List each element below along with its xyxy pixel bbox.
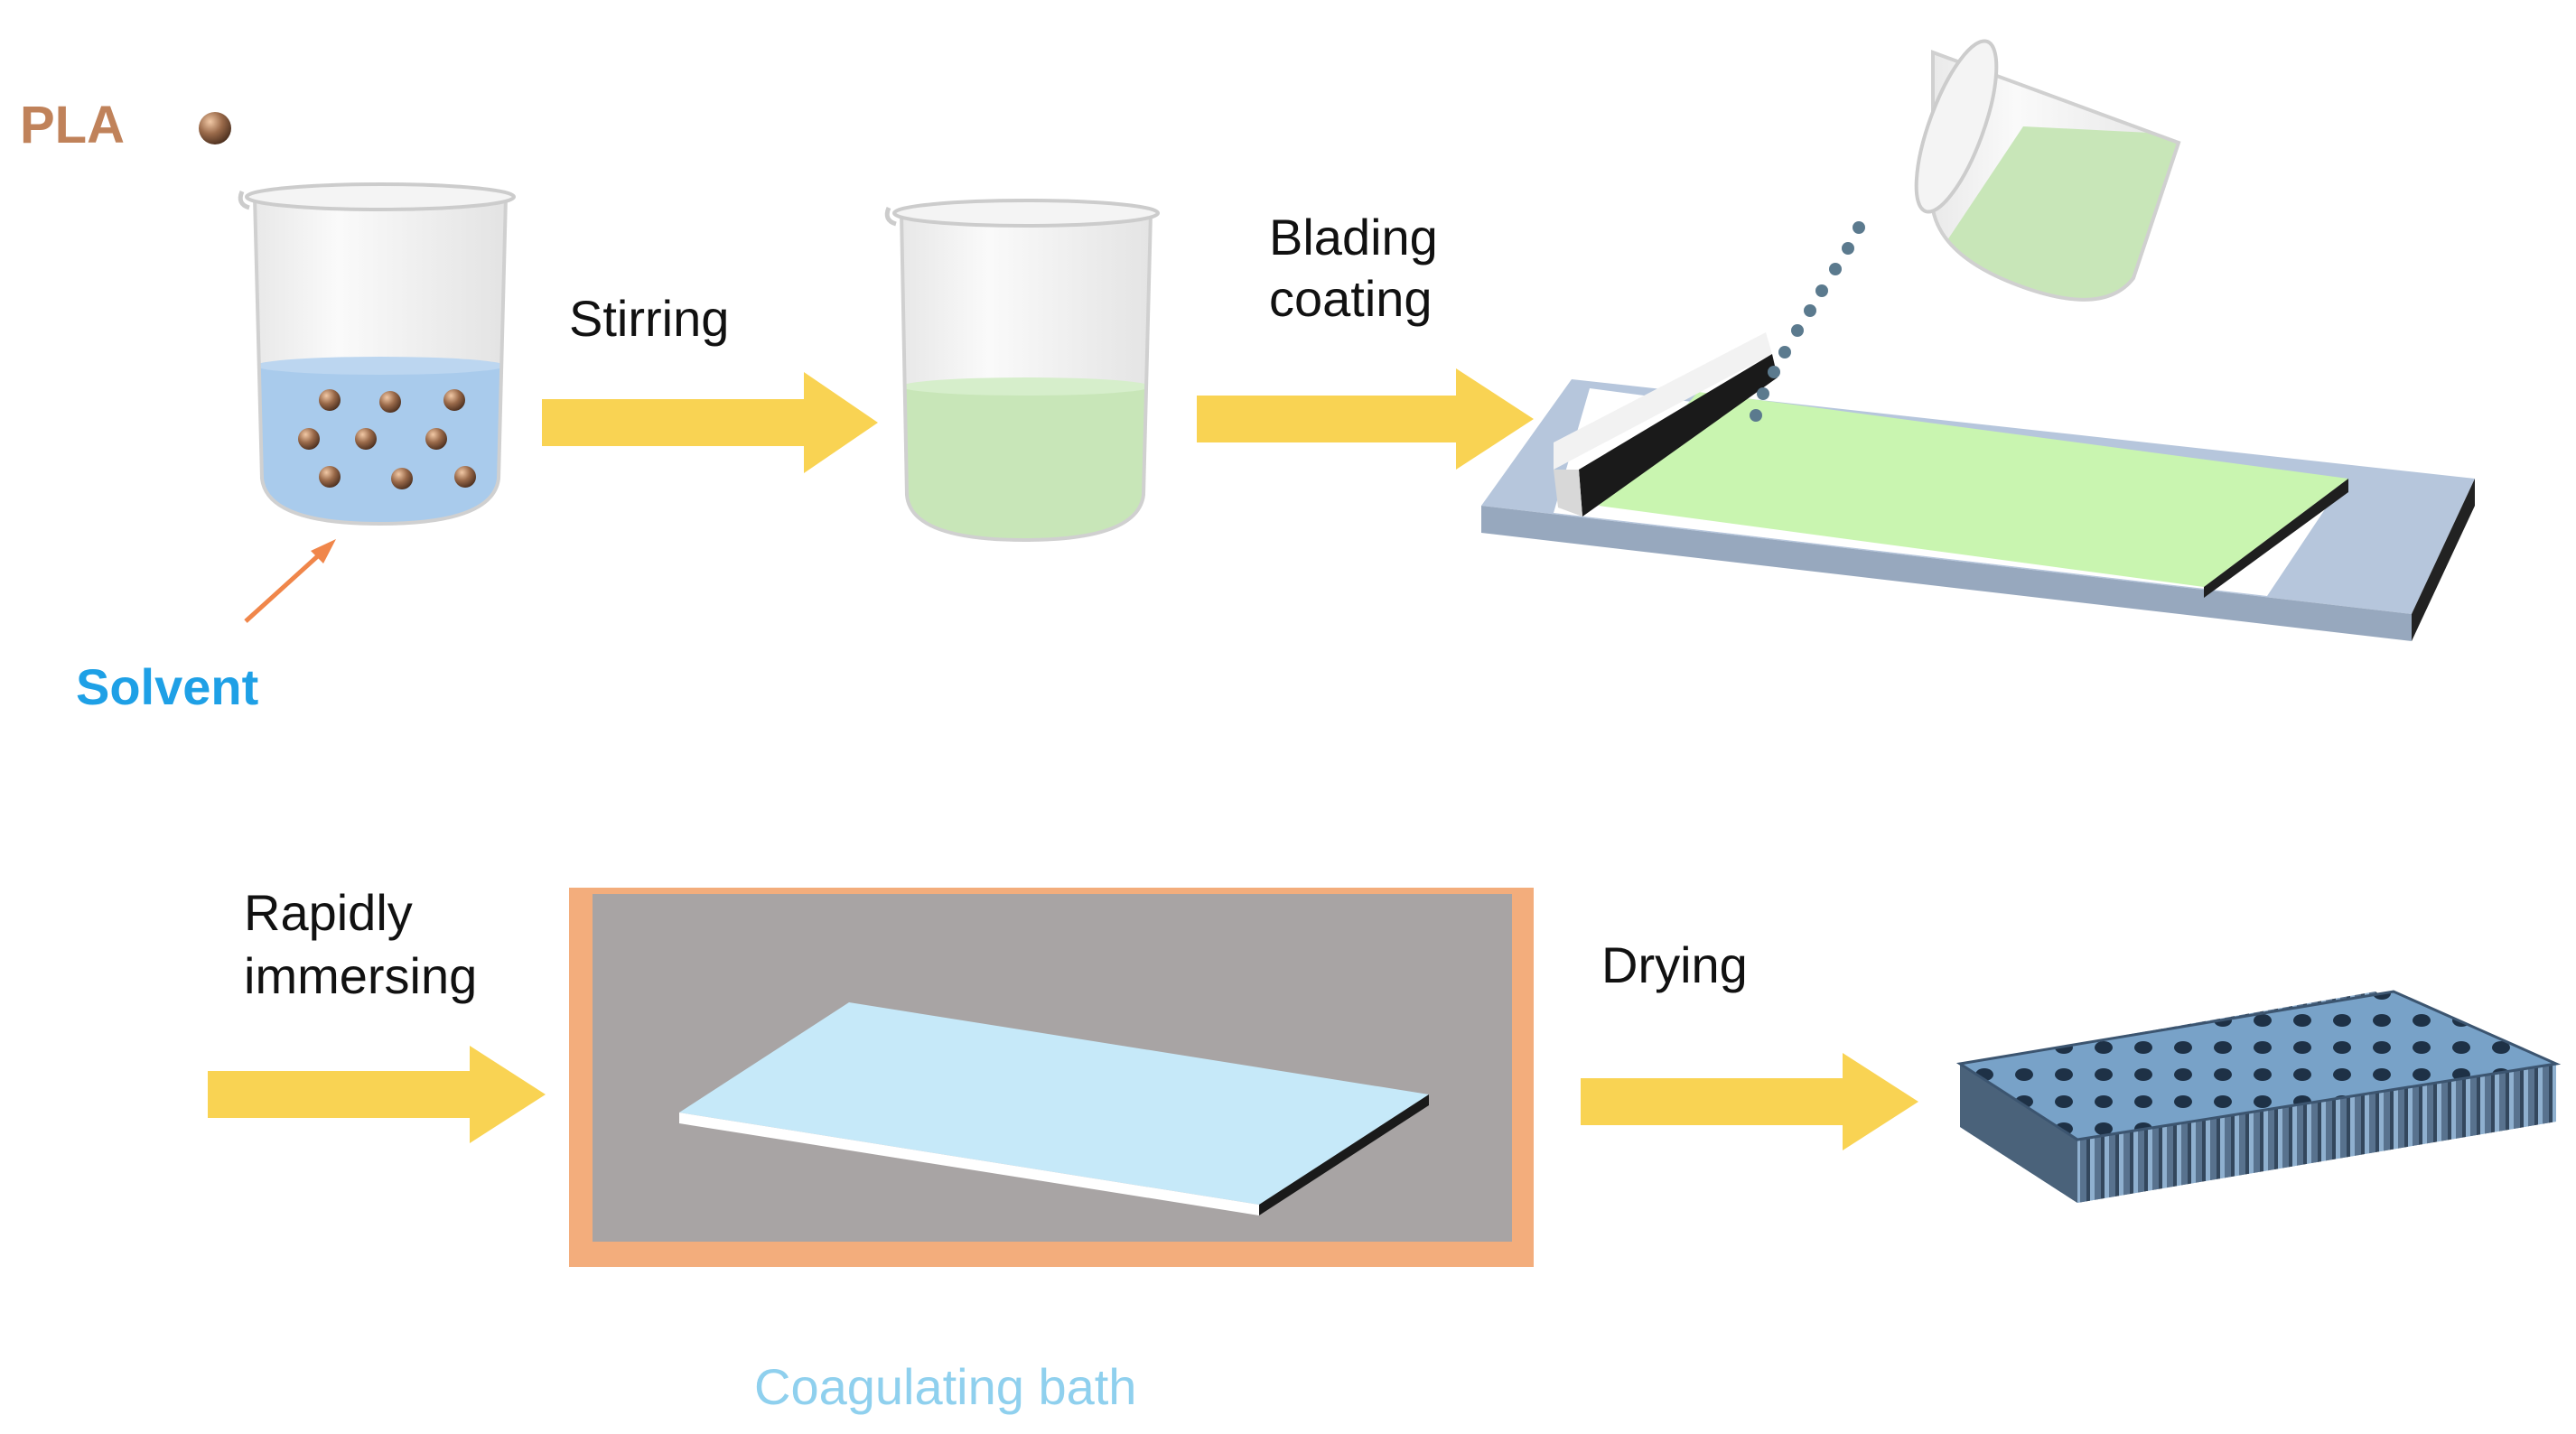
porous-membrane [1955,990,2562,1203]
rapidly-immersing-arrow [208,1046,546,1143]
drying-label: Drying [1601,936,1748,993]
stirring-arrow [542,372,878,473]
solution-beaker [884,199,1160,543]
coagulating-bath-label: Coagulating bath [754,1358,1136,1415]
blading-coating-arrow [1197,368,1534,470]
blading-coating-label-line2: coating [1269,270,1433,327]
rapidly-immersing-label-line1: Rapidly [244,884,413,941]
drying-arrow [1581,1053,1918,1150]
pla-bead-icon [199,112,231,144]
pla-beads-in-solvent [298,389,476,489]
immersed-film [679,1002,1429,1205]
solvent-label: Solvent [76,658,258,715]
solvent-pointer-arrow [244,539,336,623]
pouring-droplets [1750,221,1865,422]
coated-green-film [1599,392,2348,587]
blading-coating-label-line1: Blading [1269,209,1438,265]
pouring-beaker [1914,39,2181,302]
stirring-label: Stirring [569,290,729,347]
doctor-blade [1554,332,1778,517]
rapidly-immersing-label-line2: immersing [244,947,477,1004]
coagulating-bath [569,888,1534,1267]
solvent-beaker [238,182,516,526]
coating-glass-plate [1481,379,2475,641]
pla-label: PLA [20,96,125,154]
